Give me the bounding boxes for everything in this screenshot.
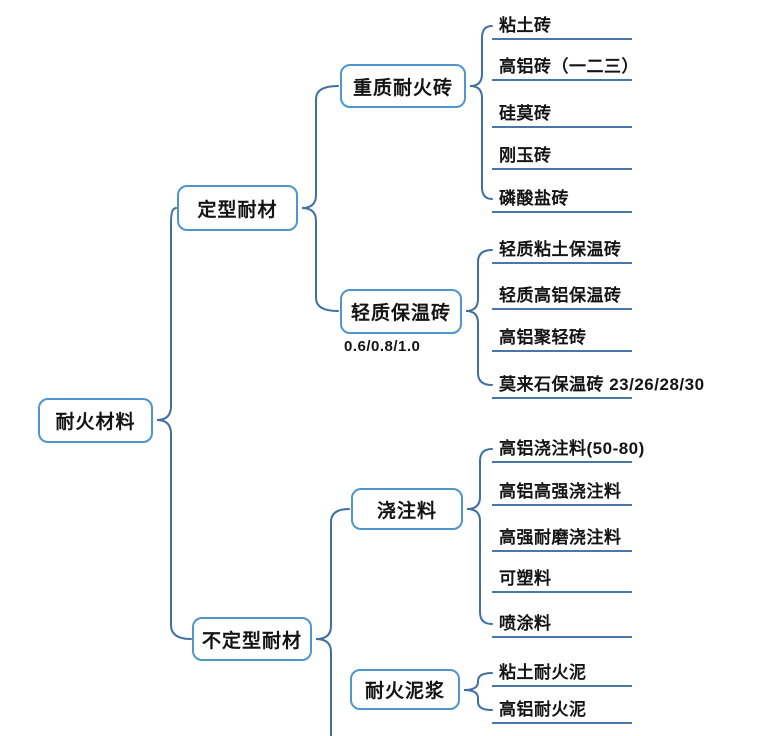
- brace-shaped: [301, 85, 339, 312]
- leaf-topic[interactable]: 轻质粘土保温砖: [492, 237, 632, 264]
- root-node[interactable]: 耐火材料: [38, 398, 153, 443]
- leaf-topic[interactable]: 高铝聚轻砖: [492, 325, 632, 352]
- leaf-topic[interactable]: 喷涂料: [492, 611, 632, 638]
- node-mortar[interactable]: 耐火泥浆: [350, 669, 460, 710]
- brace-heavy-brick: [469, 25, 493, 200]
- leaf-topic[interactable]: 高铝浇注料(50-80): [492, 436, 644, 463]
- node-note-density[interactable]: 0.6/0.8/1.0: [344, 338, 421, 355]
- leaf-topic[interactable]: 高铝高强浇注料: [492, 479, 632, 506]
- brace-root: [156, 207, 192, 640]
- leaf-topic[interactable]: 磷酸盐砖: [492, 186, 632, 213]
- leaf-topic[interactable]: 可塑料: [492, 566, 632, 593]
- leaf-topic[interactable]: 高强耐磨浇注料: [492, 525, 632, 552]
- leaf-topic[interactable]: 硅莫砖: [492, 101, 632, 128]
- leaf-topic[interactable]: 高铝耐火泥: [492, 697, 632, 724]
- brace-castable: [466, 448, 493, 625]
- node-light-brick[interactable]: 轻质保温砖: [340, 289, 462, 334]
- node-castable[interactable]: 浇注料: [351, 488, 463, 530]
- brace-mortar: [463, 672, 493, 711]
- brace-unshaped: [315, 508, 350, 736]
- node-heavy-brick[interactable]: 重质耐火砖: [340, 64, 466, 108]
- leaf-topic[interactable]: 高铝砖（一二三）: [492, 54, 639, 81]
- leaf-topic[interactable]: 粘土耐火泥: [492, 660, 632, 687]
- brace-light-brick: [465, 249, 493, 386]
- branch-node-unshaped[interactable]: 不定型耐材: [192, 617, 312, 661]
- leaf-topic[interactable]: 莫来石保温砖 23/26/28/30: [492, 372, 704, 399]
- branch-node-shaped[interactable]: 定型耐材: [177, 185, 298, 231]
- leaf-topic[interactable]: 轻质高铝保温砖: [492, 283, 632, 310]
- leaf-topic[interactable]: 刚玉砖: [492, 143, 632, 170]
- leaf-topic[interactable]: 粘土砖: [492, 13, 632, 40]
